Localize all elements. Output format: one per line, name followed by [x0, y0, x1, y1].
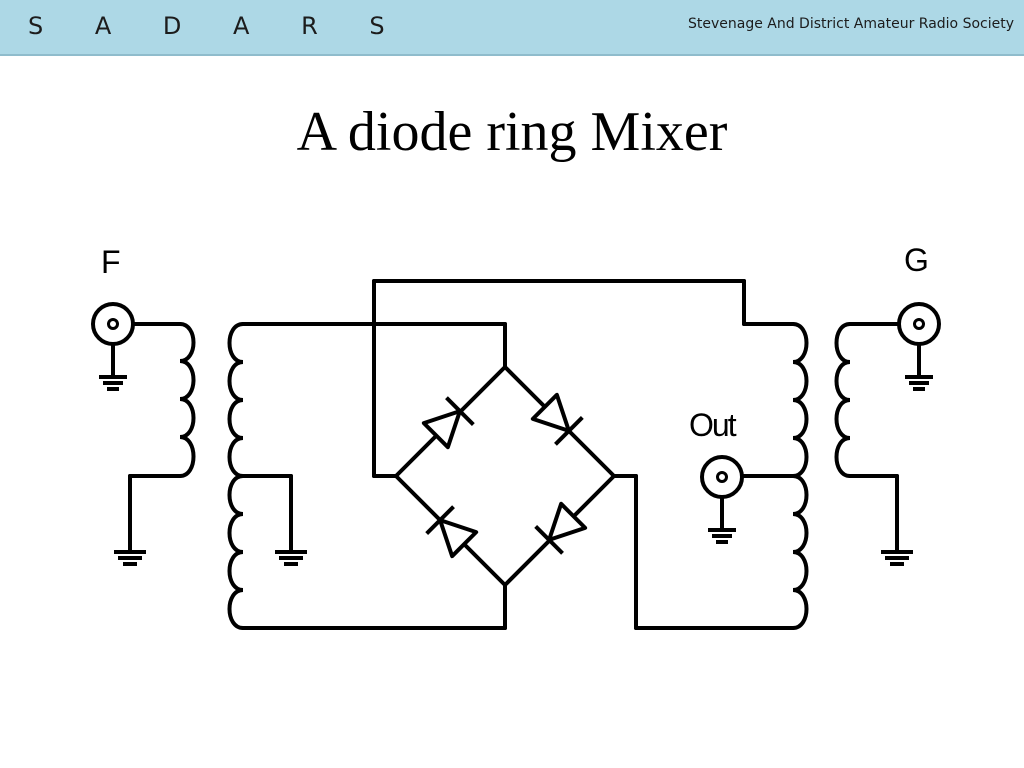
- ground-f-connector: [99, 375, 127, 391]
- diode-top-left: [421, 396, 475, 450]
- coil-left-primary: [179, 322, 196, 478]
- coil-left-secondary: [227, 322, 244, 630]
- diode-ring: [394, 365, 616, 587]
- label-g: G: [904, 242, 929, 278]
- connector-g: [897, 302, 941, 378]
- diode-top-right: [530, 392, 584, 446]
- label-f: F: [101, 244, 121, 280]
- slide-title: A diode ring Mixer: [296, 101, 728, 163]
- brand-logo-text: S A D A R S: [28, 12, 407, 40]
- diode-bottom-right: [534, 501, 588, 555]
- ground-left-primary: [114, 550, 146, 566]
- connector-f: [91, 302, 182, 378]
- connector-out: [700, 455, 795, 531]
- coil-right-secondary: [792, 322, 809, 630]
- ground-g-connector: [905, 375, 933, 391]
- ground-right-primary: [881, 550, 913, 566]
- diode-bottom-left: [425, 505, 479, 559]
- society-name: Stevenage And District Amateur Radio Soc…: [687, 16, 1014, 32]
- label-out: Out: [689, 407, 737, 443]
- ground-out-connector: [708, 528, 736, 544]
- header-bar: S A D A R S Stevenage And District Amate…: [0, 0, 1024, 56]
- coil-right-primary: [834, 322, 851, 478]
- ground-left-center-tap: [275, 550, 307, 566]
